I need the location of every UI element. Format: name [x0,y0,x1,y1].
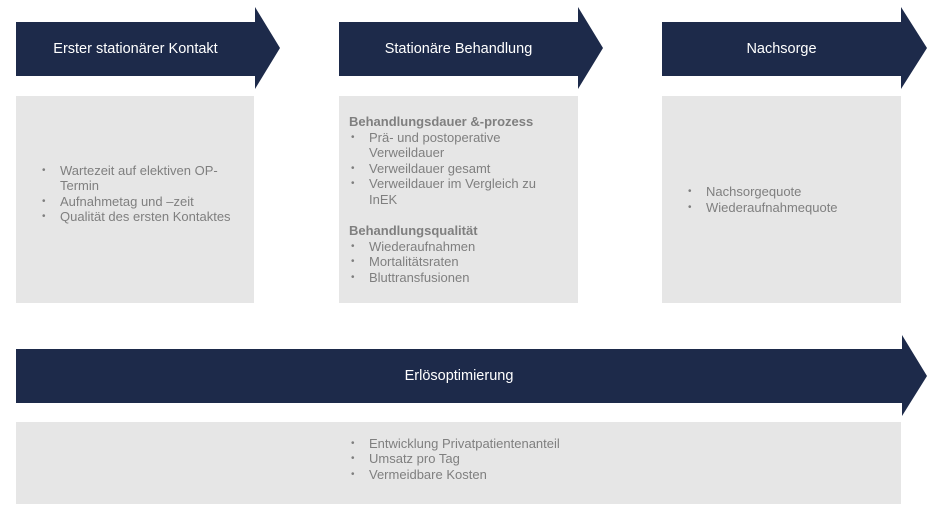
list-item: Bluttransfusionen [349,270,568,286]
list-item: Verweildauer im Vergleich zu InEK [349,176,568,207]
group-heading: Behandlungsqualität [349,223,478,238]
arrow-stage-1 [16,7,280,89]
list-item: Verweildauer gesamt [349,161,568,177]
list-item: Umsatz pro Tag [349,451,891,467]
list-item: Vermeidbare Kosten [349,467,891,483]
list-item: Aufnahmetag und –zeit [40,194,244,210]
list-item: Wiederaufnahmen [349,239,568,255]
bottom-title: Erlösoptimierung [404,368,514,384]
list-item: Entwicklung Privatpatientenanteil [349,436,891,452]
stage-1-title: Erster stationärer Kontakt [53,41,218,57]
stage-3-title: Nachsorge [746,41,817,57]
list-item: Prä- und postoperative Verweildauer [349,130,568,161]
stage-2-title: Stationäre Behandlung [384,41,533,57]
group-heading: Behandlungsdauer &-prozess [349,114,534,129]
arrow-stage-2 [339,7,603,89]
stage-3-box: Nachsorgequote Wiederaufnahmequote [662,96,901,303]
stage-1-box: Wartezeit auf elektiven OP-Termin Aufnah… [16,96,254,303]
bottom-box: Entwicklung Privatpatientenanteil Umsatz… [16,422,901,504]
arrow-bottom [16,335,927,416]
list-item: Wiederaufnahmequote [686,200,891,216]
list-item: Mortalitätsraten [349,254,568,270]
list-item: Nachsorgequote [686,184,891,200]
list-item: Qualität des ersten Kontaktes [40,209,244,225]
list-item: Wartezeit auf elektiven OP-Termin [40,163,244,194]
arrow-stage-3 [662,7,927,89]
stage-2-box: Behandlungsdauer &-prozess Prä- und post… [339,96,578,303]
